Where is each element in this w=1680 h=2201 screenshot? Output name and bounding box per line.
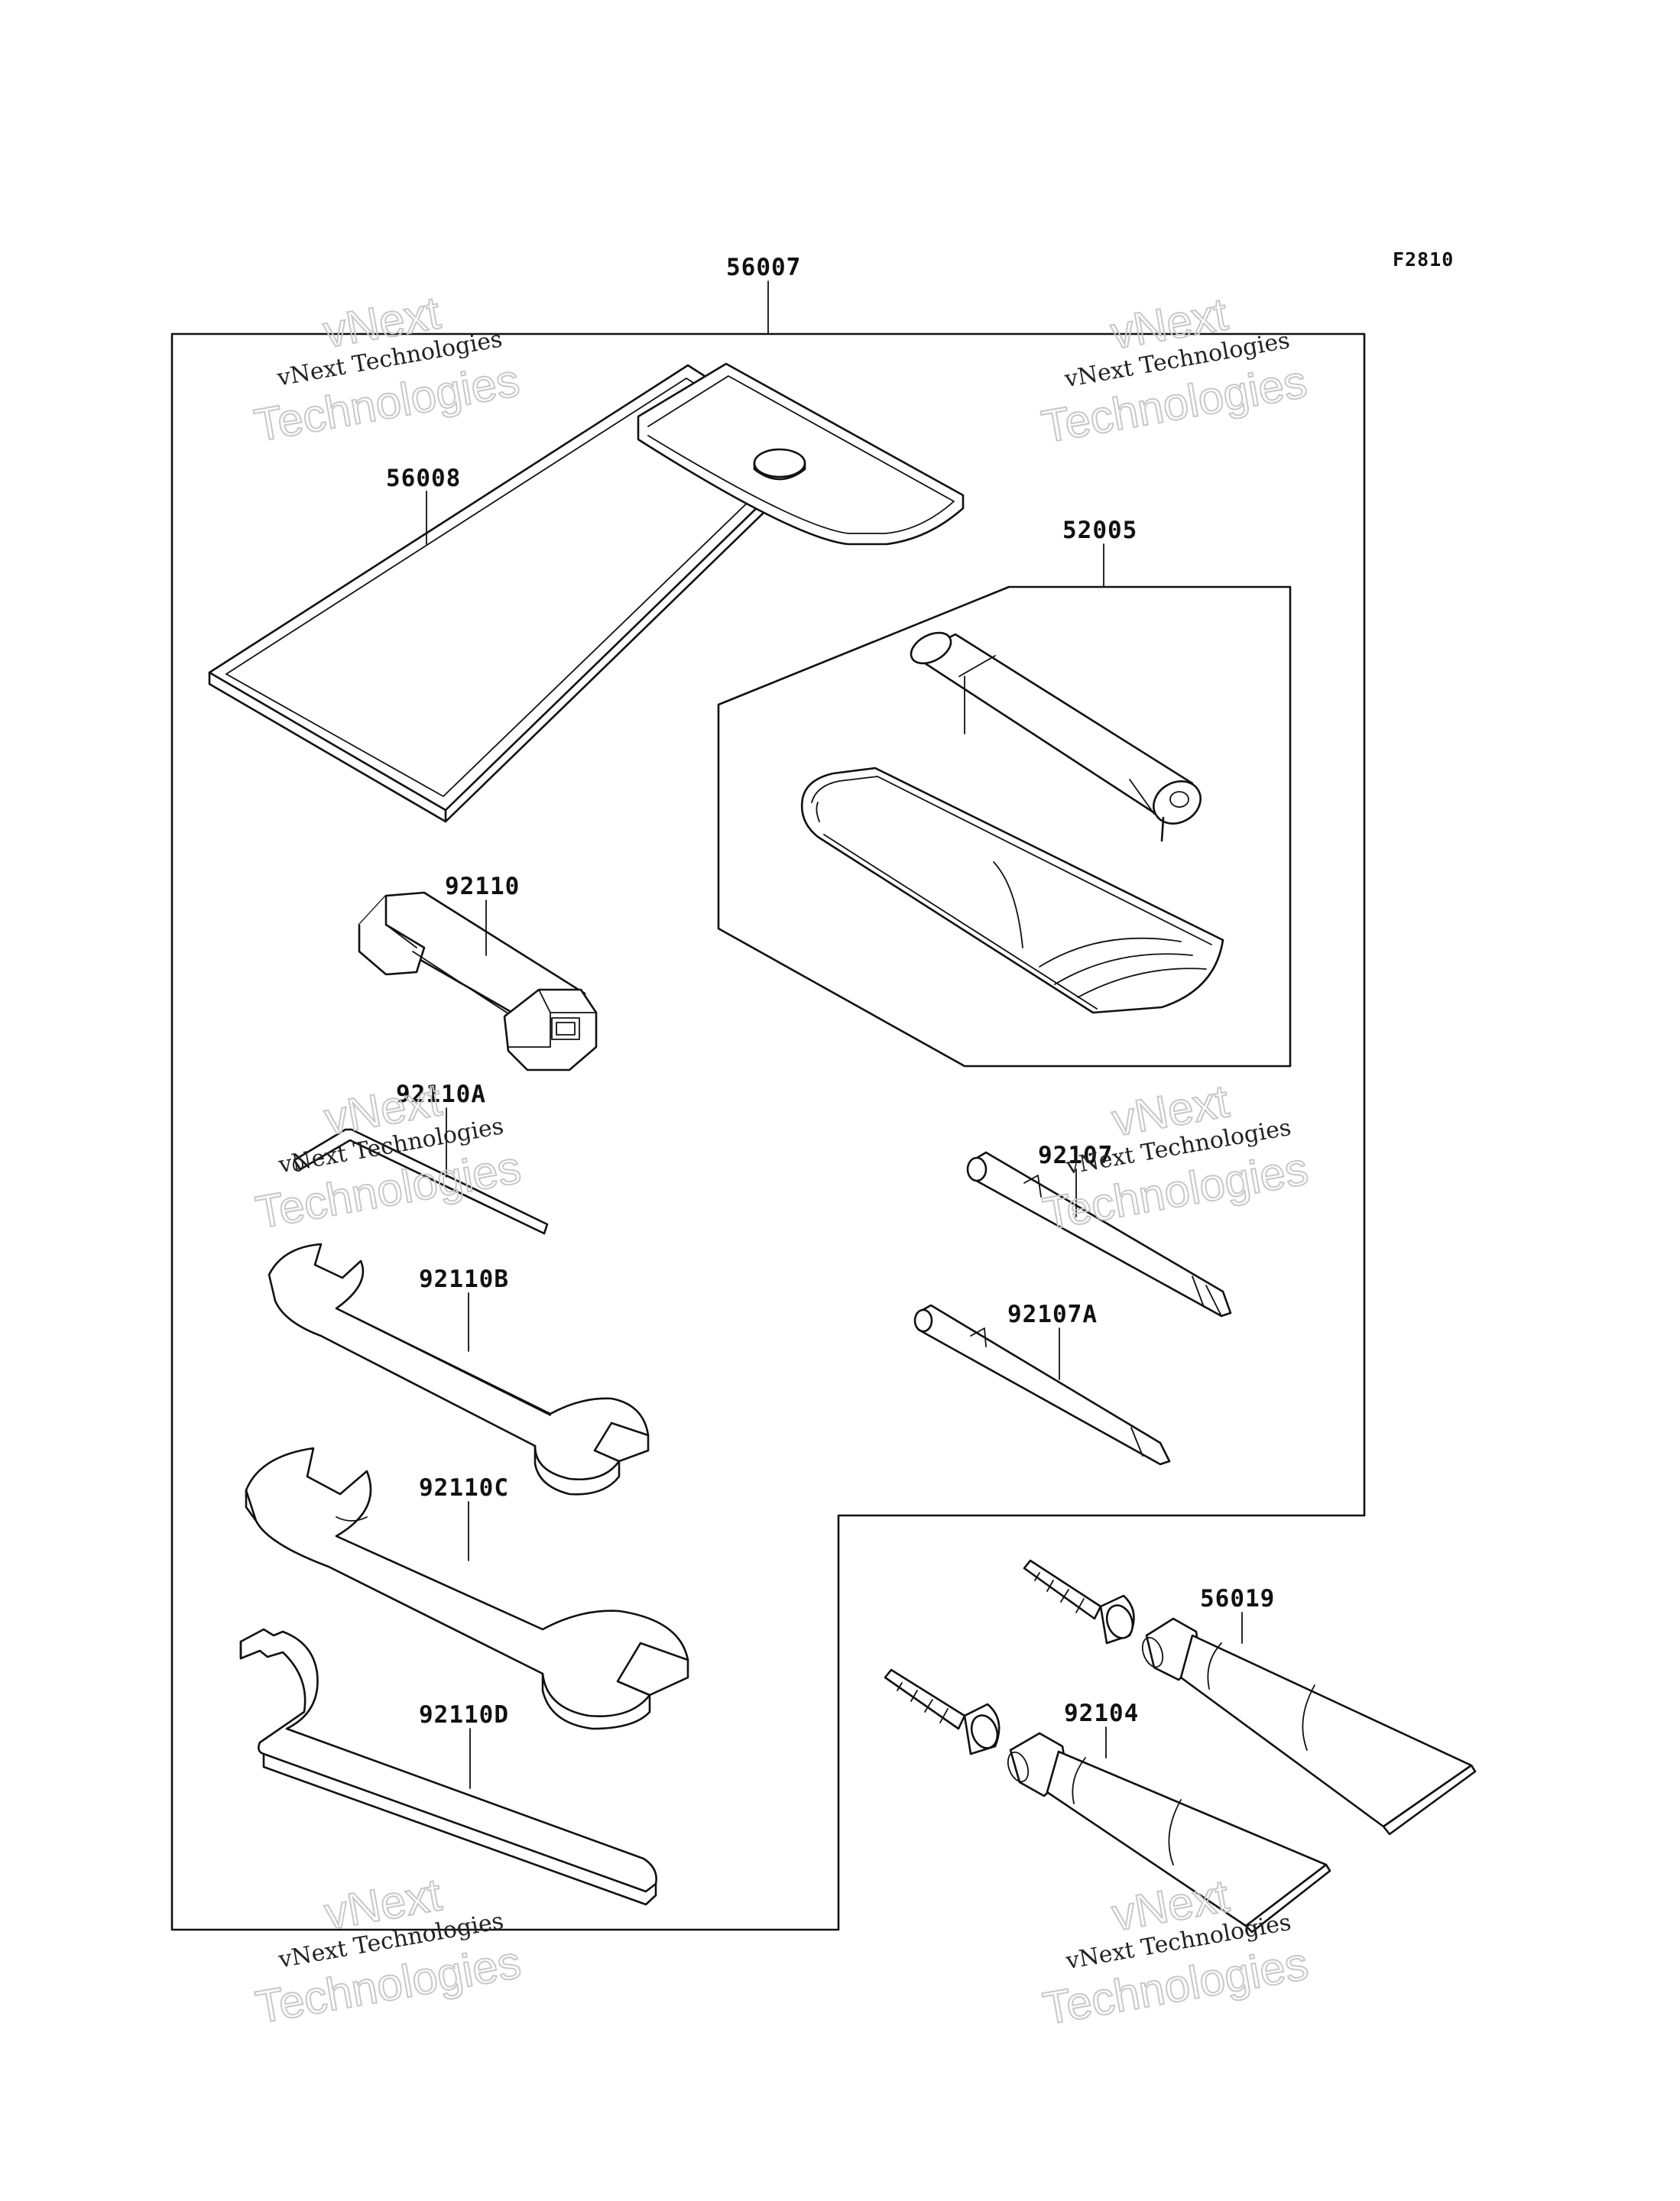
watermark-top-left: vNext vNext Technologies Technologies xyxy=(250,286,524,452)
watermark-top-right: vNext vNext Technologies Technologies xyxy=(1037,287,1312,453)
part-label-92110[interactable]: 92110 xyxy=(445,873,520,900)
tool-bag-56008[interactable] xyxy=(208,362,965,823)
part-label-92110B[interactable]: 92110B xyxy=(419,1266,509,1293)
part-label-52005[interactable]: 52005 xyxy=(1062,517,1137,544)
part-label-92110C[interactable]: 92110C xyxy=(419,1474,509,1502)
spanner-92110C[interactable] xyxy=(245,1447,689,1730)
part-label-56008[interactable]: 56008 xyxy=(386,465,461,492)
hook-spanner-92110D[interactable] xyxy=(239,1628,657,1906)
hex-key-92110A[interactable] xyxy=(293,1128,549,1235)
plug-wrench-92110[interactable] xyxy=(358,891,598,1071)
part-label-92110D[interactable]: 92110D xyxy=(419,1701,509,1729)
watermark-bottom-left: vNext vNext Technologies Technologies xyxy=(251,1868,526,2034)
tool-kit-outline xyxy=(170,332,1366,1931)
part-label-92104[interactable]: 92104 xyxy=(1064,1700,1139,1727)
valve-tool-52005[interactable] xyxy=(906,627,1208,842)
spanner-92110B[interactable] xyxy=(268,1243,650,1496)
tube-92104[interactable] xyxy=(884,1668,1331,1934)
part-label-92107A[interactable]: 92107A xyxy=(1007,1301,1098,1328)
part-label-92110A[interactable]: 92110A xyxy=(396,1081,486,1108)
figure-code: F2810 xyxy=(1393,248,1454,271)
patch-pouch-52005[interactable] xyxy=(800,767,1224,1014)
subkit-outline-52005 xyxy=(717,585,1292,1068)
tube-56019[interactable] xyxy=(1023,1559,1477,1836)
screwdriver-92107A[interactable] xyxy=(913,1304,1171,1466)
screwdriver-92107[interactable] xyxy=(966,1151,1232,1318)
part-label-56019[interactable]: 56019 xyxy=(1200,1585,1275,1613)
part-label-56007[interactable]: 56007 xyxy=(726,254,801,281)
part-label-92107[interactable]: 92107 xyxy=(1038,1142,1113,1169)
